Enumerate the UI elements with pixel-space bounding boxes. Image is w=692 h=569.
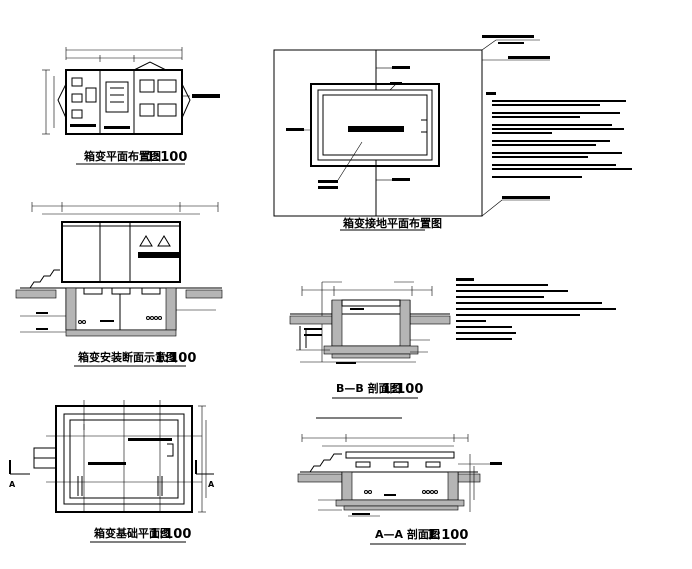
plan-layout-scale: 1:100 [146, 150, 187, 165]
foundation-plan-drawing [9, 400, 214, 513]
install-section-drawing [15, 202, 223, 337]
section-bb-scale: 1:100 [382, 382, 423, 397]
install-section-scale: 1:100 [155, 351, 196, 366]
install-section-title: 箱变安装断面示意图 [78, 350, 177, 364]
foundation-plan-title: 箱变基础平面图 [94, 526, 171, 540]
grounding-plan-title: 箱变接地平面布置图 [343, 216, 442, 230]
section-bb-title: B—B 剖面图 [336, 381, 401, 395]
section-aa-title: A—A 剖面图 [375, 527, 440, 541]
section-aa-scale: 1:100 [427, 528, 468, 543]
section-marker-a-right: A [208, 480, 215, 489]
plan-layout-drawing [42, 47, 220, 135]
grounding-plan-drawing [273, 35, 632, 217]
section-bb-drawing [289, 278, 616, 364]
section-marker-a-left: A [9, 480, 16, 489]
plan-layout-title: 箱变平面布置图 [84, 149, 161, 163]
foundation-plan-scale: 1:100 [150, 527, 191, 542]
section-aa-drawing [297, 417, 502, 517]
